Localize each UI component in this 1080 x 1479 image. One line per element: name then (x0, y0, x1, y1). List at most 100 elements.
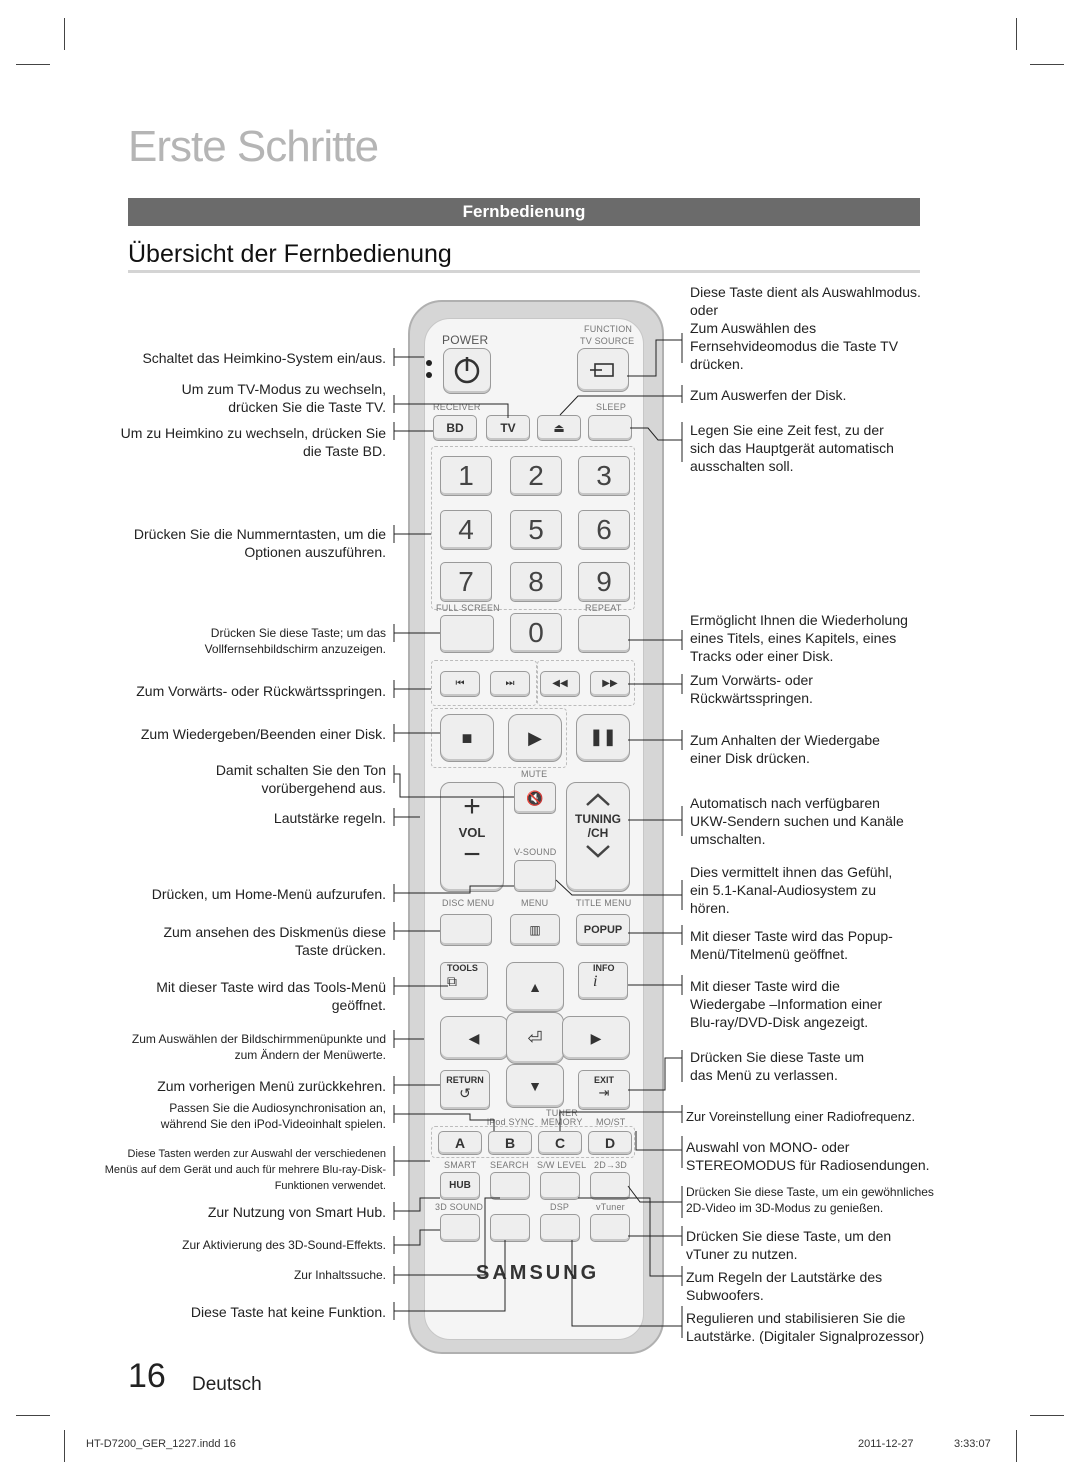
rewind-icon: ◀◀ (552, 678, 568, 689)
tuning-channel-rocker[interactable]: TUNING /CH (566, 782, 630, 892)
tv-source-label: TV SOURCE (580, 336, 635, 346)
number-0-button[interactable]: 0 (510, 613, 562, 653)
crop-mark (64, 1430, 65, 1462)
annotation-full-screen: Drücken Sie diese Taste; um das Vollfern… (204, 626, 386, 656)
volume-rocker[interactable]: + VOL − (440, 782, 504, 892)
footer-file: HT-D7200_GER_1227.indd 16 (86, 1438, 236, 1450)
tools-label: TOOLS (447, 963, 478, 973)
chevron-up-icon (586, 793, 610, 806)
number-3-button[interactable]: 3 (578, 456, 630, 496)
number-1-button[interactable]: 1 (440, 456, 492, 496)
2d-3d-button[interactable] (590, 1172, 630, 1200)
dpad-left-button[interactable]: ◀ (440, 1016, 508, 1060)
plus-icon: + (463, 790, 481, 823)
arrow-down-icon: ▼ (528, 1078, 542, 1094)
minus-icon: − (463, 838, 481, 871)
ipod-sync-label: iPod SYNC (487, 1117, 535, 1127)
eject-button[interactable]: ⏏ (537, 415, 581, 441)
skip-forward-icon: ⏭ (505, 678, 515, 689)
play-button[interactable]: ▶ (508, 714, 562, 762)
dpad-right-button[interactable]: ▶ (562, 1016, 630, 1060)
function-button[interactable] (577, 348, 629, 392)
exit-icon: ⇥ (598, 1085, 610, 1100)
2d-3d-label: 2D→3D (594, 1160, 628, 1170)
sleep-button[interactable] (588, 415, 632, 441)
annotation-skip: Zum Vorwärts- oder Rückwärtsspringen. (136, 683, 386, 699)
annotation-return: Zum vorherigen Menü zurückkehren. (157, 1078, 386, 1094)
annotation-sleep: Legen Sie eine Zeit fest, zu der sich da… (690, 422, 894, 474)
enter-icon: ⏎ (527, 1028, 543, 1048)
return-label: RETURN (446, 1075, 484, 1085)
power-button[interactable] (443, 348, 491, 394)
number-7-button[interactable]: 7 (440, 562, 492, 602)
b-button[interactable]: B (488, 1131, 532, 1155)
stop-button[interactable]: ■ (440, 714, 494, 762)
skip-group (431, 660, 537, 706)
3d-sound-button[interactable] (440, 1214, 480, 1242)
vol-label: VOL (458, 825, 486, 840)
annotation-tuning: Automatisch nach verfügbaren UKW-Sendern… (690, 795, 904, 847)
exit-button[interactable]: EXIT ⇥ (578, 1070, 630, 1110)
crop-mark (1016, 18, 1017, 50)
d-button[interactable]: D (588, 1131, 632, 1155)
tv-button[interactable]: TV (486, 415, 530, 441)
annotation-tv-source: Zum Auswählen des Fernsehvideomodus die … (690, 320, 899, 372)
annotation-tuner-memory: Zur Voreinstellung einer Radiofrequenz. (686, 1109, 916, 1124)
info-button[interactable]: INFO i (578, 962, 628, 1000)
page-language: Deutsch (192, 1374, 262, 1395)
sw-level-button[interactable] (540, 1172, 580, 1200)
popup-button[interactable]: POPUP (576, 914, 630, 946)
annotation-number-keys: Drücken Sie die Nummerntasten, um die Op… (133, 526, 386, 560)
v-sound-button[interactable] (514, 860, 556, 892)
a-button[interactable]: A (438, 1131, 482, 1155)
fast-forward-button[interactable]: ▶▶ (590, 671, 630, 697)
number-6-button[interactable]: 6 (578, 510, 630, 550)
search-button[interactable] (490, 1172, 530, 1200)
dpad-up-button[interactable]: ▲ (506, 962, 564, 1012)
footer-date: 2011-12-27 (858, 1438, 914, 1450)
dot-marker (426, 360, 432, 366)
return-button[interactable]: RETURN ↺ (440, 1070, 490, 1110)
mute-button[interactable]: 🔇 (514, 782, 556, 814)
full-screen-button[interactable] (440, 615, 494, 653)
dsp-button[interactable] (540, 1214, 580, 1242)
enter-button[interactable]: ⏎ (506, 1012, 564, 1064)
section-bar: Fernbedienung (128, 198, 920, 226)
tools-button[interactable]: TOOLS ⧉ (440, 962, 488, 1000)
crop-mark (16, 1415, 50, 1416)
annotation-info: Mit dieser Taste wird die Wiedergabe –In… (690, 978, 883, 1030)
number-4-button[interactable]: 4 (440, 510, 492, 550)
menu-button[interactable]: ▥ (510, 914, 560, 946)
disc-menu-button[interactable] (440, 914, 492, 946)
skip-forward-button[interactable]: ⏭ (490, 671, 530, 697)
number-8-button[interactable]: 8 (510, 562, 562, 602)
annotation-home-menu: Drücken, um Home-Menü aufzurufen. (151, 886, 386, 902)
skip-back-button[interactable]: ⏮ (440, 671, 480, 697)
unused-button[interactable] (490, 1214, 530, 1242)
smart-hub-button[interactable]: HUB (440, 1172, 480, 1200)
arrow-up-icon: ▲ (528, 979, 542, 995)
bd-button[interactable]: BD (433, 415, 477, 441)
arrow-right-icon: ▶ (590, 1030, 602, 1046)
search-label: SEARCH (490, 1160, 529, 1170)
number-5-button[interactable]: 5 (510, 510, 562, 550)
repeat-button[interactable] (578, 615, 630, 653)
dpad-down-button[interactable]: ▼ (506, 1064, 564, 1108)
rewind-button[interactable]: ◀◀ (540, 671, 580, 697)
annotation-bd: Um zu Heimkino zu wechseln, drücken Sie … (120, 425, 386, 459)
number-9-button[interactable]: 9 (578, 562, 630, 602)
crop-mark (1016, 1430, 1017, 1462)
function-label: FUNCTION (584, 324, 633, 334)
heading-rule (128, 270, 920, 273)
annotation-tools: Mit dieser Taste wird das Tools-Menü geö… (156, 979, 386, 1013)
pause-button[interactable]: ❚❚ (576, 714, 630, 762)
vtuner-button[interactable] (590, 1214, 630, 1242)
number-2-button[interactable]: 2 (510, 456, 562, 496)
power-label: POWER (442, 333, 489, 347)
dsp-label: DSP (550, 1202, 570, 1212)
footer-time: 3:33:07 (954, 1438, 991, 1450)
crop-mark (1030, 1415, 1064, 1416)
input-source-icon (590, 363, 614, 377)
c-button[interactable]: C (538, 1131, 582, 1155)
menu-grid-icon: ▥ (529, 923, 541, 937)
